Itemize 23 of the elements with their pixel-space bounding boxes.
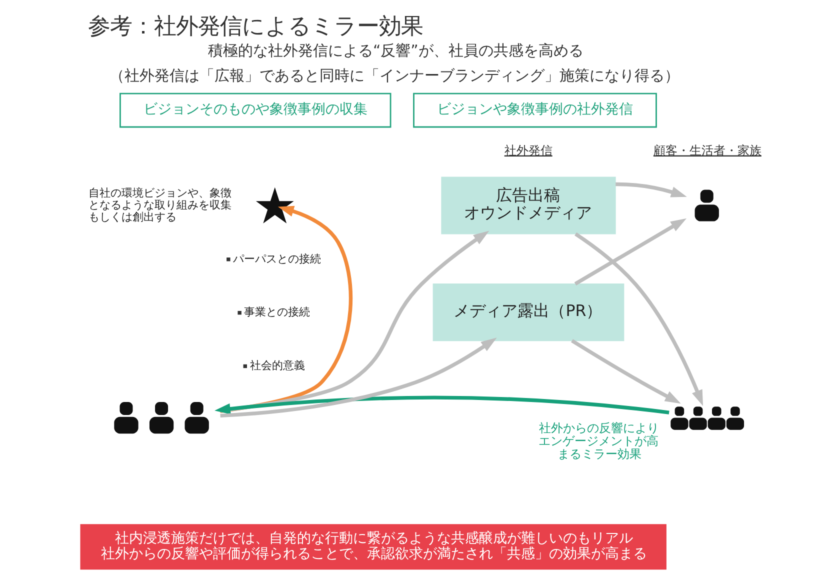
node-box: ビジョンや象徴事例の社外発信 xyxy=(412,92,656,128)
label: 社会的意義 xyxy=(249,359,304,372)
arrow xyxy=(214,396,669,414)
node-box: メディア露出（PR） xyxy=(432,284,624,342)
label: 自社の環境ビジョンや、象徴となるような取り組みを収集もしくは創出する xyxy=(88,186,232,224)
node-box: ビジョンそのものや象徴事例の収集 xyxy=(119,92,391,128)
node-box: 社内浸透施策だけでは、自発的な行動に繋がるような共感醸成が難しいのもリアル 社外からの反響や評価が得られることで、承認欲求が満たされ「共感」の効果が高まる xyxy=(80,524,666,570)
diagram-title: 参考：社外発信によるミラー効果 xyxy=(88,13,423,40)
label: 社外発信 xyxy=(504,143,552,158)
arrow xyxy=(574,232,703,406)
node-box: 広告出稿 オウンドメディア xyxy=(440,176,616,234)
label: （社外発信は「広報」であると同時に「インナーブランディング」施策になり得る） xyxy=(109,66,680,84)
label: 積極的な社外発信による“反響”が、社員の共感を高める xyxy=(207,41,583,60)
label: パーパスとの接続 xyxy=(232,252,321,266)
arrow xyxy=(220,230,489,413)
edge-label: 社外からの反響によりエンゲージメントが高まるミラー効果 xyxy=(538,421,659,462)
arrow xyxy=(220,338,496,418)
label: 事業との接続 xyxy=(244,306,310,319)
arrow xyxy=(570,339,680,404)
arrow xyxy=(219,206,352,414)
label: 顧客・生活者・家族 xyxy=(652,143,761,158)
arrow xyxy=(574,218,686,286)
arrow xyxy=(615,182,686,198)
